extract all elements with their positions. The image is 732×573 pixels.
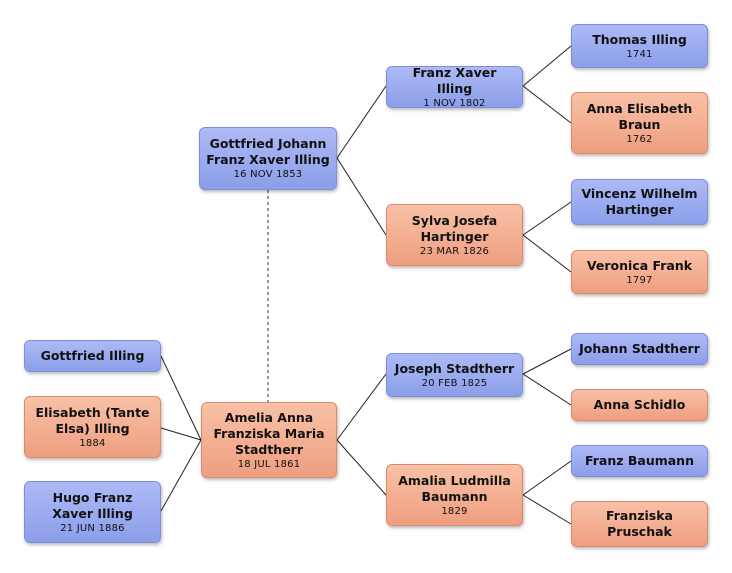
person-name: Gottfried Illing xyxy=(40,348,145,363)
connector-line xyxy=(522,348,572,375)
connector-line xyxy=(160,439,202,512)
connector-line xyxy=(522,45,572,87)
person-name: Johann Stadtherr xyxy=(579,341,700,356)
connector-line xyxy=(160,427,202,441)
person-date: 1741 xyxy=(626,48,653,60)
person-veronica-frank[interactable]: Veronica Frank 1797 xyxy=(571,250,708,294)
connector-line xyxy=(336,85,387,159)
person-date: 1 NOV 1802 xyxy=(423,97,486,109)
connector-line xyxy=(336,157,387,236)
person-franz-xaver-illing[interactable]: Franz Xaver Illing 1 NOV 1802 xyxy=(386,64,523,109)
connector-line xyxy=(522,373,572,406)
person-name: Vincenz Wilhelm Hartinger xyxy=(581,186,698,217)
person-name: Joseph Stadtherr xyxy=(394,360,515,376)
connector-line xyxy=(522,494,572,525)
person-name: Elisabeth (Tante Elsa) Illing xyxy=(35,404,150,436)
connector-line xyxy=(336,439,387,496)
person-name: Anna Elisabeth Braun xyxy=(586,100,693,132)
person-anna-elisabeth-braun[interactable]: Anna Elisabeth Braun 1762 xyxy=(571,92,708,154)
person-date: 1797 xyxy=(626,274,653,286)
connector-line xyxy=(336,373,387,441)
person-franziska-pruschak[interactable]: Franziska Pruschak xyxy=(571,501,708,547)
person-name: Amalia Ludmilla Baumann xyxy=(398,472,511,504)
person-franz-baumann[interactable]: Franz Baumann xyxy=(571,445,708,477)
person-date: 20 FEB 1825 xyxy=(421,377,488,389)
person-gottfried-illing[interactable]: Gottfried Illing xyxy=(24,340,161,372)
person-hugo-franz-xaver-illing[interactable]: Hugo Franz Xaver Illing 21 JUN 1886 xyxy=(24,481,161,543)
person-sylva-josefa-hartinger[interactable]: Sylva Josefa Hartinger 23 MAR 1826 xyxy=(386,204,523,266)
person-name: Gottfried Johann Franz Xaver Illing xyxy=(206,136,330,167)
person-vincenz-wilhelm-hartinger[interactable]: Vincenz Wilhelm Hartinger xyxy=(571,179,708,225)
person-thomas-illing[interactable]: Thomas Illing 1741 xyxy=(571,24,708,68)
person-date: 1829 xyxy=(441,505,468,517)
person-name: Hugo Franz Xaver Illing xyxy=(52,489,133,521)
person-name: Veronica Frank xyxy=(586,257,693,273)
person-name: Franziska Pruschak xyxy=(606,508,673,539)
person-date: 18 JUL 1861 xyxy=(237,458,301,470)
person-johann-stadtherr[interactable]: Johann Stadtherr xyxy=(571,333,708,365)
connector-line xyxy=(522,85,572,124)
connector-line xyxy=(522,201,572,236)
person-anna-schidlo[interactable]: Anna Schidlo xyxy=(571,389,708,421)
person-amelia-anna-franziska-maria-stadtherr[interactable]: Amelia Anna Franziska Maria Stadtherr 18… xyxy=(201,402,337,478)
person-date: 23 MAR 1826 xyxy=(419,245,490,257)
person-date: 21 JUN 1886 xyxy=(60,522,125,534)
person-date: 1762 xyxy=(626,133,653,145)
person-name: Amelia Anna Franziska Maria Stadtherr xyxy=(213,409,325,457)
person-name: Thomas Illing xyxy=(592,31,687,47)
person-amalia-ludmilla-baumann[interactable]: Amalia Ludmilla Baumann 1829 xyxy=(386,464,523,526)
person-gottfried-johann-franz-xaver-illing[interactable]: Gottfried Johann Franz Xaver Illing 16 N… xyxy=(199,127,337,190)
person-joseph-stadtherr[interactable]: Joseph Stadtherr 20 FEB 1825 xyxy=(386,353,523,397)
person-name: Franz Xaver Illing xyxy=(412,64,497,96)
person-date: 16 NOV 1853 xyxy=(233,169,303,180)
connector-line xyxy=(522,460,572,496)
person-name: Sylva Josefa Hartinger xyxy=(411,212,498,244)
person-name: Franz Baumann xyxy=(585,453,694,468)
connector-line xyxy=(522,234,572,273)
person-date: 1884 xyxy=(79,437,106,449)
person-name: Anna Schidlo xyxy=(593,397,686,412)
connector-line xyxy=(160,355,202,441)
person-elisabeth-tante-elsa-illing[interactable]: Elisabeth (Tante Elsa) Illing 1884 xyxy=(24,396,161,458)
